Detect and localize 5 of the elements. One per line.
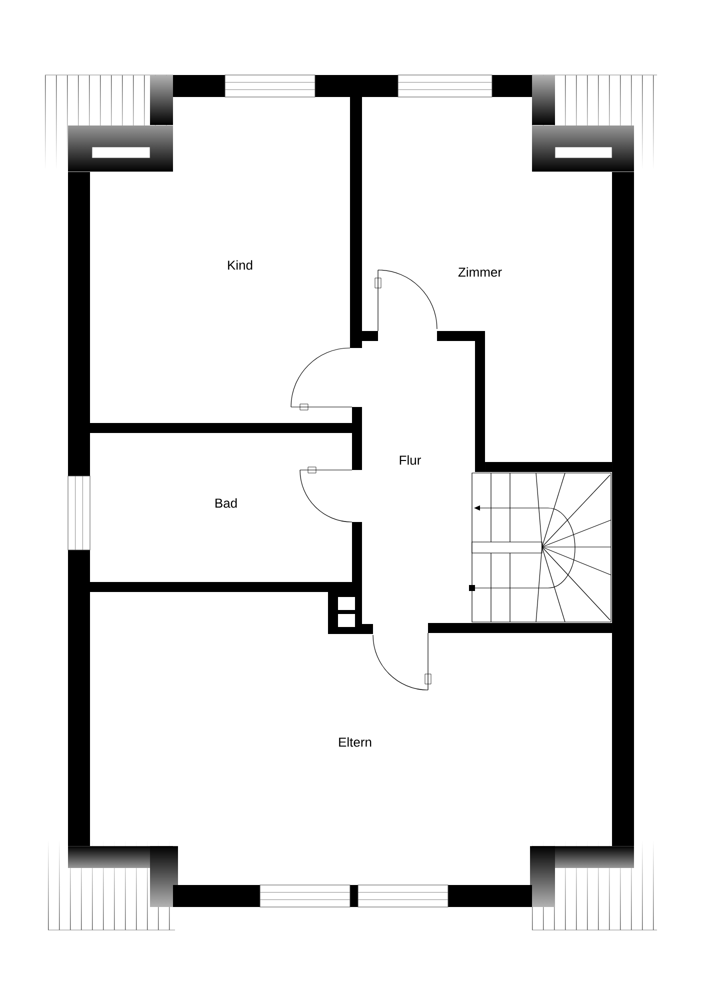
room-label: Eltern <box>339 737 372 747</box>
room-label: Bad <box>216 498 237 508</box>
room-label: Zimmer <box>458 267 502 277</box>
room-label: Flur <box>400 455 421 465</box>
room-label: Kind <box>228 260 252 270</box>
